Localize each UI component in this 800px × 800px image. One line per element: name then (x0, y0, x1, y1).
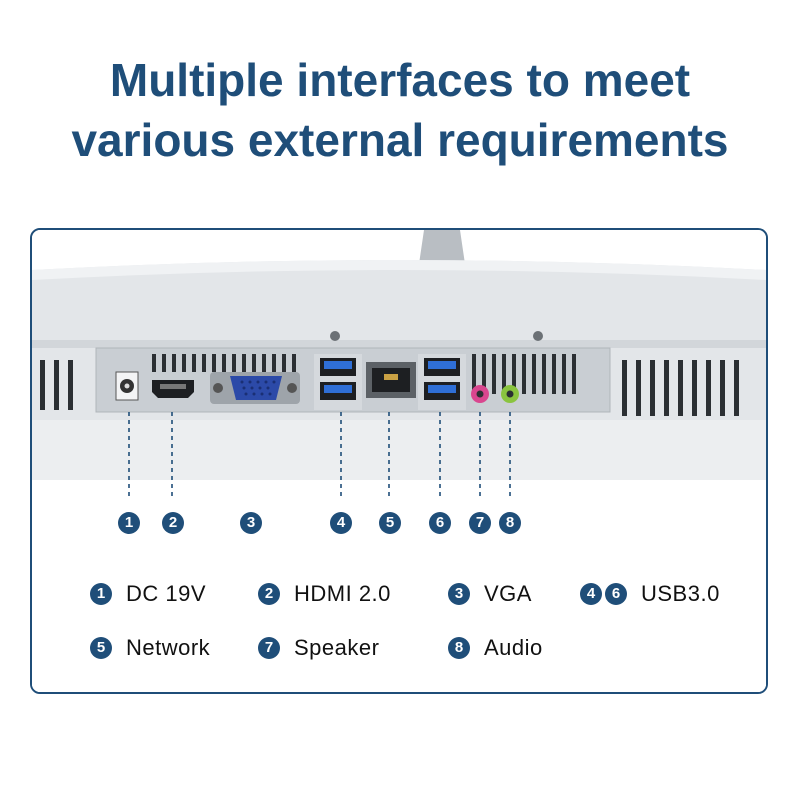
ports-panel: 1 2 3 4 5 6 7 8 1 DC 19V 2 HDMI 2.0 3 VG… (30, 228, 768, 694)
legend-item-hdmi: 2 HDMI 2.0 (258, 581, 391, 606)
speaker-jack (471, 385, 489, 403)
headline: Multiple interfaces to meet various exte… (0, 50, 800, 170)
port-marker-2: 2 (162, 512, 184, 534)
monitor-ports-illustration (32, 230, 766, 692)
port-marker-8: 8 (499, 512, 521, 534)
legend-label-hdmi: HDMI 2.0 (294, 581, 391, 606)
port-marker-7: 7 (469, 512, 491, 534)
port-marker-5: 5 (379, 512, 401, 534)
legend-marker-2: 2 (258, 583, 280, 605)
legend-label-audio: Audio (484, 635, 543, 660)
legend-item-dc: 1 DC 19V (90, 581, 207, 606)
legend-item-audio: 8 Audio (448, 635, 543, 660)
usb-port-group-right (418, 354, 466, 410)
legend-label-dc: DC 19V (126, 581, 207, 606)
port-marker-1: 1 (118, 512, 140, 534)
legend-label-vga: VGA (484, 581, 532, 606)
audio-jack (501, 385, 519, 403)
legend-marker-6: 6 (605, 583, 627, 605)
usb-port-group-left (314, 354, 362, 410)
legend-marker-1: 1 (90, 583, 112, 605)
vga-port (210, 372, 300, 404)
network-port (366, 362, 416, 398)
legend-label-usb: USB3.0 (641, 581, 720, 606)
legend-marker-8: 8 (448, 637, 470, 659)
headline-line-1: Multiple interfaces to meet (109, 54, 691, 106)
port-marker-3: 3 (240, 512, 262, 534)
port-marker-4: 4 (330, 512, 352, 534)
legend-marker-3: 3 (448, 583, 470, 605)
legend-item-vga: 3 VGA (448, 581, 532, 606)
hdmi-port (152, 380, 194, 398)
legend-marker-7: 7 (258, 637, 280, 659)
left-vent (40, 360, 73, 410)
leader-lines (128, 412, 511, 498)
legend-marker-4: 4 (580, 583, 602, 605)
legend-label-speaker: Speaker (294, 635, 380, 660)
legend-item-speaker: 7 Speaker (258, 635, 380, 660)
headline-line-2: various external requirements (71, 114, 729, 166)
legend-item-usb: 4 6 USB3.0 (580, 581, 720, 606)
legend-item-network: 5 Network (90, 635, 211, 660)
legend-label-network: Network (126, 635, 211, 660)
dc-port (115, 371, 139, 401)
port-marker-6: 6 (429, 512, 451, 534)
right-vent (622, 360, 739, 416)
legend-marker-5: 5 (90, 637, 112, 659)
